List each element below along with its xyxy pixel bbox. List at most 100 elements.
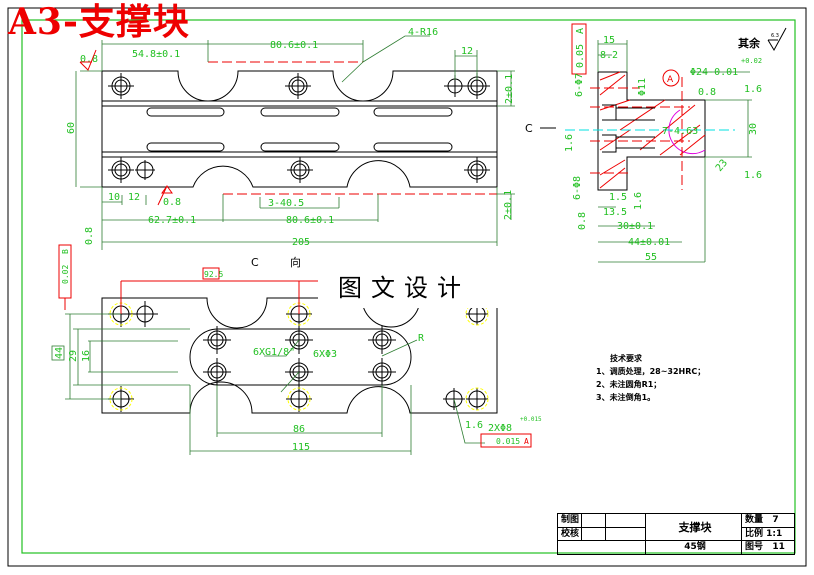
position-tolerance-datum: A bbox=[524, 437, 529, 446]
dim-62-7: 62.7±0.1 bbox=[148, 215, 196, 226]
dim-30-tol: 30±0.1 bbox=[617, 221, 653, 232]
dim-2xphi8: 2XΦ8 bbox=[488, 423, 512, 434]
dwg-no-cell: 图号 11 bbox=[742, 541, 794, 554]
roughness-other-value: 6.3 bbox=[771, 33, 779, 39]
scale-cell: 比例 1:1 bbox=[742, 528, 794, 541]
checked-date-cell bbox=[606, 528, 646, 541]
view-arrow-c: C bbox=[525, 122, 533, 135]
dim-30: 30 bbox=[748, 123, 759, 135]
dim-44: 44±0.01 bbox=[628, 237, 670, 248]
qty-cell: 数量 7 bbox=[742, 514, 794, 528]
dim-phi8-tol: +0.015 bbox=[520, 416, 542, 423]
dim-6xphi3: 6XΦ3 bbox=[313, 349, 337, 360]
roughness-1-6-d: 1.6 bbox=[633, 192, 644, 210]
dwg-no-label: 图号 bbox=[745, 542, 764, 552]
dim-115: 115 bbox=[292, 442, 310, 453]
outer-border bbox=[7, 7, 807, 567]
dim-80-6-bottom: 80.6±0.1 bbox=[286, 215, 334, 226]
tolerance-frame-bottom bbox=[58, 244, 72, 299]
dim-86: 86 bbox=[293, 424, 305, 435]
scale-label: 比例 bbox=[745, 529, 764, 539]
dim-60: 60 bbox=[66, 122, 77, 134]
tolerance-datum-side: A bbox=[575, 28, 586, 34]
dwg-no-value: 11 bbox=[772, 542, 785, 552]
tolerance-value-bottom: 0.02 bbox=[61, 265, 70, 284]
dim-phi24: Φ24-0.01 bbox=[690, 67, 738, 78]
dim-80-6-top: 80.6±0.1 bbox=[270, 40, 318, 51]
roughness-1-6-b: 1.6 bbox=[564, 134, 575, 152]
tech-req-item: 3、未注倒角1。 bbox=[596, 393, 656, 402]
checked-label: 校核 bbox=[558, 528, 582, 541]
dim-2-bottom: 2±0.1 bbox=[503, 190, 514, 220]
dim-16: 16 bbox=[81, 350, 92, 362]
dim-6-phi8: 6-Φ8 bbox=[572, 176, 583, 200]
dim-4-r16: 4-R16 bbox=[408, 27, 438, 38]
datum-b: B bbox=[61, 249, 70, 254]
roughness-0-8-side: 0.8 bbox=[698, 87, 716, 98]
roughness-symbol-other bbox=[767, 27, 787, 52]
dim-phi24-tol: +0.02 bbox=[741, 57, 762, 65]
tech-req-item: 1、调质处理，28~32HRC； bbox=[596, 367, 706, 376]
top-view: 54.8±0.1 80.6±0.1 4-R16 12 2±0.1 60 10 1… bbox=[66, 27, 515, 250]
dim-8-2: 8.2 bbox=[600, 50, 618, 61]
view-label-c: C bbox=[251, 256, 259, 269]
drawn-label: 制图 bbox=[558, 514, 582, 528]
dim-r: R bbox=[418, 333, 425, 344]
dim-2-top: 2±0.1 bbox=[504, 74, 515, 104]
tech-req-title: 技术要求 bbox=[610, 354, 642, 363]
title-block: 制图 校核 支撑块 45钢 数量 7 比例 1:1 图号 11 bbox=[557, 513, 795, 555]
blank-cell bbox=[558, 541, 646, 554]
dim-phi11: Φ11 bbox=[637, 78, 648, 96]
dim-12-bottom: 12 bbox=[128, 192, 140, 203]
dim-29: 29 bbox=[68, 350, 79, 362]
datum-a-label: A bbox=[667, 75, 674, 85]
dim-92-5-frame bbox=[202, 267, 220, 280]
dim-15: 15 bbox=[603, 35, 615, 46]
dim-6-phi7: 6-Φ7 bbox=[574, 73, 585, 97]
tolerance-frame-side bbox=[571, 23, 587, 75]
tolerance-value-side: 0.05 bbox=[575, 44, 586, 68]
view-label-direction: 向 bbox=[290, 255, 301, 269]
roughness-0-8-e: 0.8 bbox=[577, 212, 588, 230]
dim-3-40-5: 3-40.5 bbox=[268, 198, 304, 209]
dim-92-5: 92.5 bbox=[204, 270, 223, 279]
side-view: A 15 8.2 6-Φ7 Φ11 Φ24-0.01 +0.02 0.8 1.6… bbox=[525, 23, 787, 263]
scale-value: 1:1 bbox=[766, 529, 783, 539]
roughness-note: 其余 bbox=[738, 36, 761, 50]
roughness-0-8-left: 0.8 bbox=[84, 227, 95, 245]
dim-12-top: 12 bbox=[461, 46, 473, 57]
roughness-0-8-top: 0.8 bbox=[80, 54, 98, 65]
dim-10: 10 bbox=[108, 192, 120, 203]
watermark: 图文设计 bbox=[318, 268, 518, 308]
inner-border bbox=[21, 19, 796, 554]
dim-205: 205 bbox=[292, 237, 310, 248]
bottom-view: C 向 92.5 0.02 B 44 29 16 6XG1/8" bbox=[51, 244, 542, 455]
roughness-0-8-bottom: 0.8 bbox=[163, 197, 181, 208]
roughness-1-6-a: 1.6 bbox=[744, 84, 762, 95]
dim-13-5: 13.5 bbox=[603, 207, 627, 218]
roughness-symbol bbox=[79, 49, 97, 71]
material: 45钢 bbox=[646, 541, 742, 554]
position-tolerance-frame bbox=[480, 433, 532, 448]
roughness-1-6-c: 1.6 bbox=[744, 170, 762, 181]
dim-angle: 7-4.63 bbox=[662, 126, 698, 137]
part-name: 支撑块 bbox=[646, 514, 742, 541]
qty-value: 7 bbox=[772, 515, 779, 525]
qty-label: 数量 bbox=[745, 515, 764, 525]
roughness-1-6-bottom: 1.6 bbox=[465, 420, 483, 431]
dim-1-5: 1.5 bbox=[609, 192, 627, 203]
dim-23: 23 bbox=[714, 158, 730, 174]
drawn-date-cell bbox=[606, 514, 646, 528]
technical-requirements: 技术要求 1、调质处理，28~32HRC； 2、未注圆角R1； 3、未注倒角1。 bbox=[596, 352, 705, 404]
position-tolerance-value: 0.015 bbox=[496, 437, 520, 446]
dim-55: 55 bbox=[645, 252, 657, 263]
dim-54-8: 54.8±0.1 bbox=[132, 49, 180, 60]
datum-a-circle bbox=[662, 69, 680, 87]
dim-44-basic: 44 bbox=[54, 347, 65, 359]
tech-req-item: 2、未注圆角R1； bbox=[596, 380, 662, 389]
dim-6xg1-8: 6XG1/8" bbox=[253, 347, 295, 358]
drawn-cell bbox=[582, 514, 606, 528]
checked-cell bbox=[582, 528, 606, 541]
drawing-title: A3-支撑块 bbox=[8, 1, 190, 43]
